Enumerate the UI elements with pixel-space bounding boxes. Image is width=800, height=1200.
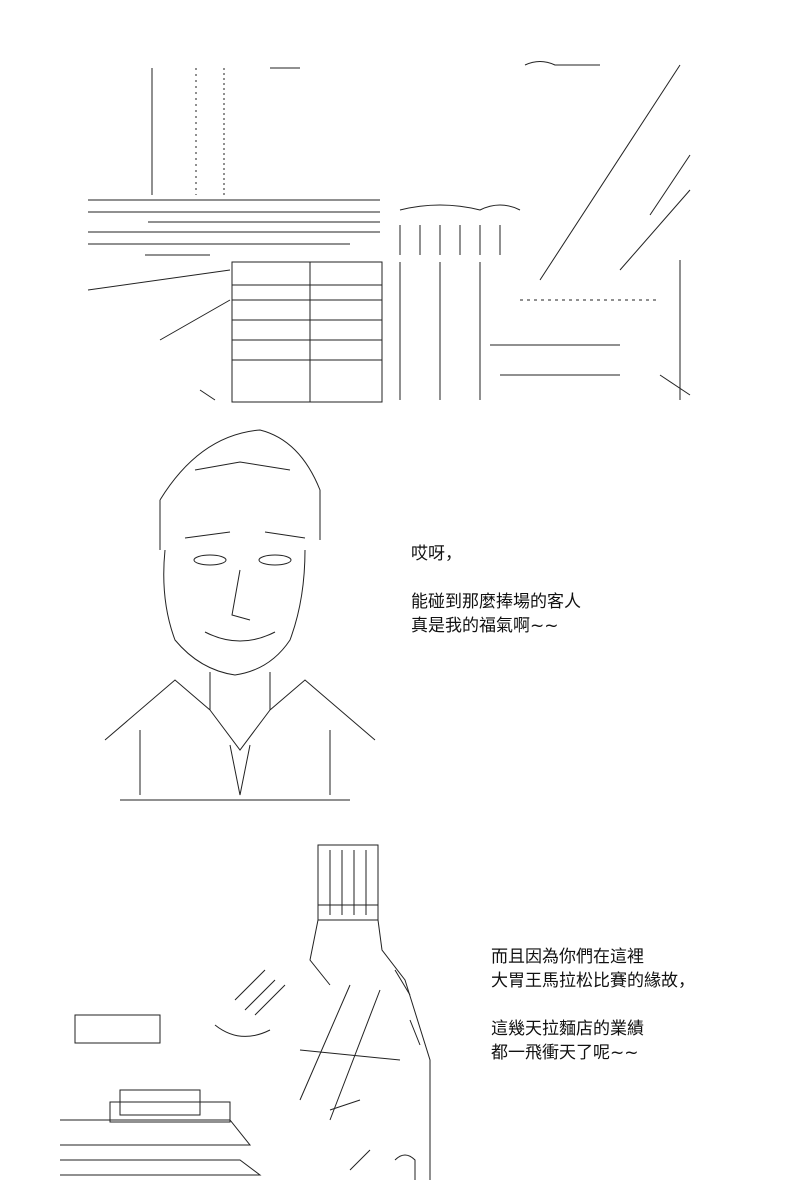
speech-line: 而且因為你們在這裡 (491, 947, 644, 967)
left-supports (87, 269, 231, 401)
shop-exterior-illustration (87, 61, 691, 403)
chef-body (309, 919, 431, 1180)
right-eyebrow (264, 531, 306, 539)
neck (209, 672, 271, 710)
panel-man-speaking: 哎呀， 能碰到那麼捧場的客人 真是我的福氣啊~~ (0, 410, 800, 820)
torso (120, 730, 350, 801)
chef-arm (299, 984, 401, 1121)
ramen-bowl-stack (60, 1014, 271, 1176)
speech-text-chef: 而且因為你們在這裡 大胃王馬拉松比賽的緣故， 這幾天拉麵店的業績 都一飛衝天了呢… (491, 945, 695, 1065)
face-outline (163, 549, 306, 676)
speech-line: 這幾天拉麵店的業績 (491, 1019, 644, 1039)
speech-line: 真是我的福氣啊~~ (411, 616, 559, 636)
speech-line: 哎呀， (411, 544, 462, 564)
speech-line: 能碰到那麼捧場的客人 (411, 592, 581, 612)
speech-line: 都一飛衝天了呢~~ (491, 1043, 639, 1063)
speech-text-man: 哎呀， 能碰到那麼捧場的客人 真是我的福氣啊~~ (411, 542, 581, 638)
panel-chef-with-bowls: 而且因為你們在這裡 大胃王馬拉松比賽的緣故， 這幾天拉麵店的業績 都一飛衝天了呢… (0, 820, 800, 1200)
steam (234, 969, 286, 1016)
chef-hat (317, 844, 379, 921)
nose (231, 569, 251, 621)
speech-line: 大胃王馬拉松比賽的緣故， (491, 971, 695, 991)
tie (229, 744, 251, 796)
panel-shop-exterior (0, 0, 800, 410)
roof-beams (88, 199, 380, 256)
shop-counter (231, 261, 481, 403)
right-structure (490, 61, 691, 400)
motion-lines (329, 969, 421, 1171)
collar (209, 709, 271, 751)
mouth (204, 631, 276, 642)
right-eye (258, 554, 292, 566)
detail-bottom (394, 1154, 416, 1180)
hair (159, 429, 321, 550)
man-portrait-illustration (104, 429, 376, 801)
shoulders (104, 679, 376, 741)
speech-gap (411, 566, 581, 590)
chef-illustration (60, 844, 431, 1180)
left-eyebrow (184, 531, 231, 539)
speech-gap (491, 993, 695, 1017)
left-eye (193, 554, 227, 566)
left-pillar (151, 67, 300, 195)
noren-curtain (399, 204, 521, 255)
